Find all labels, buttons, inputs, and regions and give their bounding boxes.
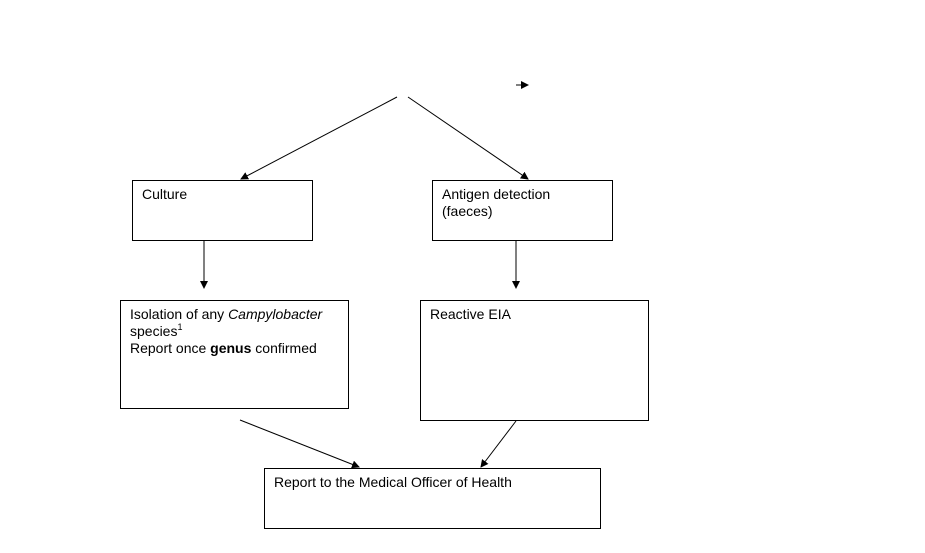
report-moh-box: Report to the Medical Officer of Health (264, 468, 601, 529)
report-suffix: confirmed (251, 340, 317, 356)
report-prefix: Report once (130, 340, 211, 356)
isolation-species-word: species (130, 323, 178, 339)
isolation-box: Isolation of any Campylobacter species1 … (120, 300, 349, 409)
arrow-to-culture (240, 96, 398, 180)
footnote-marker: 1 (177, 322, 183, 332)
report-moh-label: Report to the Medical Officer of Health (274, 474, 512, 490)
isolation-genus-name: Campylobacter (228, 306, 323, 322)
culture-box: Culture (132, 180, 313, 241)
antigen-detection-box: Antigen detection (faeces) (432, 180, 613, 241)
report-bold-word: genus (210, 340, 252, 356)
reactive-eia-label: Reactive EIA (430, 306, 511, 322)
antigen-detection-label: Antigen detection (442, 186, 551, 202)
isolation-line-2: species1 (130, 323, 339, 340)
arrow-eia-to-report (480, 420, 517, 468)
isolation-line-3: Report once genus confirmed (130, 340, 339, 357)
arrow-to-antigen-detection (407, 96, 529, 180)
isolation-prefix: Isolation of any (130, 306, 229, 322)
culture-label: Culture (142, 186, 188, 202)
arrow-isolation-to-report (239, 419, 360, 469)
isolation-line-1: Isolation of any Campylobacter (130, 306, 339, 323)
antigen-detection-sample: (faeces) (442, 203, 493, 219)
reactive-eia-box: Reactive EIA (420, 300, 649, 421)
